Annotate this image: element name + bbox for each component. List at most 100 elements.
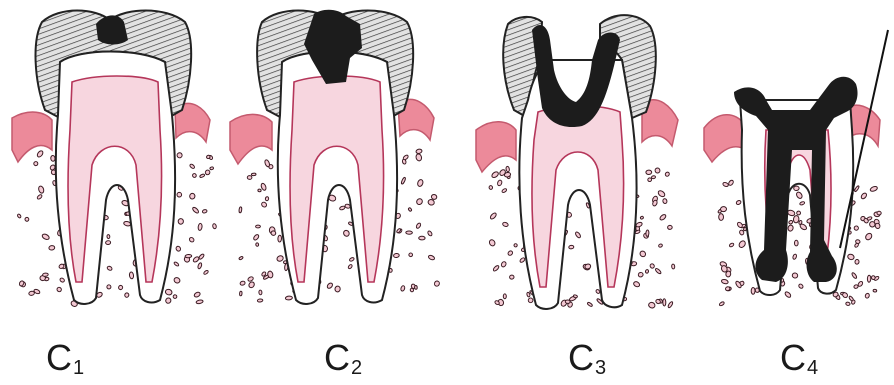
- stage-number: 2: [351, 357, 362, 379]
- bone-particle: [271, 230, 277, 235]
- bone-particle: [659, 214, 667, 221]
- bone-particle: [587, 302, 593, 307]
- bone-particle: [519, 257, 525, 263]
- bone-particle: [787, 225, 793, 232]
- bone-particle: [488, 239, 496, 247]
- bone-particle: [648, 302, 656, 309]
- bone-particle: [202, 209, 207, 213]
- stage-letter: C: [324, 337, 350, 378]
- bone-particle: [853, 284, 858, 289]
- bone-particle: [877, 211, 881, 215]
- bone-particle: [655, 167, 661, 173]
- bone-particle: [165, 289, 173, 296]
- bone-particle: [651, 175, 655, 179]
- bone-particle: [33, 161, 38, 166]
- bone-particle: [638, 272, 644, 278]
- bone-particle: [251, 173, 256, 176]
- bone-particle: [784, 291, 792, 298]
- bone-particle: [25, 217, 30, 222]
- bone-particle: [655, 268, 662, 275]
- bone-particle: [736, 200, 742, 206]
- bone-particle: [573, 294, 578, 298]
- bone-particle: [173, 261, 179, 266]
- bone-particle: [867, 275, 871, 282]
- bone-particle: [633, 281, 641, 288]
- bone-particle: [185, 254, 192, 258]
- bone-particle: [36, 150, 44, 158]
- bone-particle: [667, 225, 672, 230]
- bone-particle: [721, 279, 729, 285]
- bone-particle: [342, 229, 350, 237]
- bone-particle: [492, 265, 499, 272]
- bone-particle: [663, 299, 666, 306]
- stage-number: 4: [807, 357, 818, 379]
- bone-particle: [751, 287, 755, 294]
- bone-particle: [428, 255, 435, 261]
- bone-particle: [854, 185, 860, 192]
- bone-particle: [192, 206, 200, 214]
- bone-particle: [204, 169, 210, 175]
- bone-particle: [326, 282, 333, 289]
- bone-particle: [645, 269, 649, 273]
- stage-label-c4: C4: [780, 340, 818, 378]
- bone-particle: [199, 174, 205, 178]
- bone-particle: [431, 194, 438, 200]
- bone-particle: [105, 240, 110, 244]
- bone-particle: [239, 207, 242, 213]
- bone-particle: [196, 299, 204, 304]
- bone-particle: [192, 173, 197, 178]
- bone-particle: [509, 275, 514, 279]
- bone-particle: [416, 198, 424, 206]
- bone-particle: [419, 236, 425, 240]
- bone-particle: [719, 214, 724, 221]
- bone-particle: [722, 182, 729, 188]
- bone-particle: [489, 185, 493, 189]
- bone-particle: [28, 291, 34, 296]
- bone-particle: [575, 231, 582, 238]
- bone-particle: [729, 243, 734, 248]
- bone-particle: [175, 245, 181, 251]
- pulp: [532, 106, 624, 287]
- bone-particle: [240, 281, 246, 286]
- bone-particle: [489, 212, 497, 220]
- bone-particle: [107, 234, 110, 238]
- bone-particle: [415, 153, 422, 161]
- bone-particle: [258, 189, 261, 192]
- bone-particle: [793, 215, 799, 223]
- bone-particle: [51, 155, 56, 161]
- bone-particles: [717, 173, 881, 307]
- bone-particle: [719, 301, 725, 306]
- bone-particle: [434, 280, 441, 287]
- stage-label-c2: C2: [324, 340, 362, 378]
- bone-particle: [417, 179, 424, 187]
- bone-particle: [501, 188, 507, 193]
- bone-particle: [497, 180, 503, 187]
- stage-label-c1: C1: [46, 340, 84, 378]
- bone-particle: [253, 234, 260, 241]
- bone-particle: [264, 159, 270, 167]
- bone-particle: [855, 259, 860, 264]
- bone-particle: [865, 293, 870, 299]
- bone-particle: [798, 283, 804, 289]
- bone-particle: [649, 263, 655, 269]
- gum: [230, 114, 272, 164]
- bone-particle: [569, 245, 574, 249]
- bone-particle: [210, 167, 214, 170]
- bone-particle: [408, 252, 413, 257]
- bone-particle: [259, 290, 262, 295]
- bone-particle: [792, 254, 797, 260]
- bone-particle: [239, 291, 242, 296]
- bone-particle: [503, 294, 506, 299]
- stage-number: 1: [73, 357, 84, 379]
- bone-particle: [502, 222, 509, 228]
- bone-particle: [402, 154, 408, 160]
- bone-particle: [870, 186, 878, 193]
- bone-particle: [172, 294, 177, 299]
- bone-particle: [285, 296, 292, 301]
- bone-particle: [665, 171, 670, 177]
- bone-particle: [197, 262, 202, 269]
- bone-particle: [658, 243, 663, 247]
- bone-particle: [725, 286, 730, 291]
- bone-particle: [864, 232, 873, 241]
